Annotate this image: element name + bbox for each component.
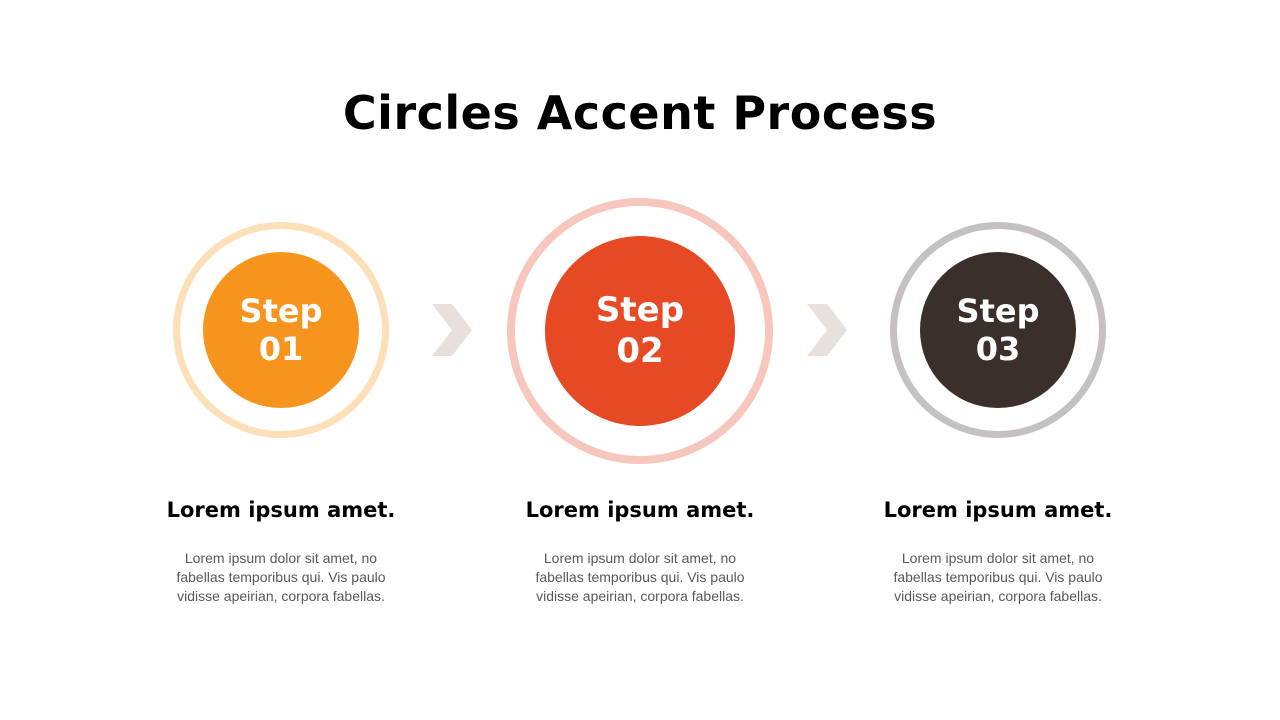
step-3-outer-ring (890, 222, 1106, 438)
step-1-circle: Step 01 (203, 252, 359, 408)
step-2-description: Lorem ipsum dolor sit amet, no fabellas … (490, 549, 790, 606)
step-2-description-line: vidisse apeirian, corpora fabellas. (536, 588, 744, 604)
step-2-description-line: fabellas temporibus qui. Vis paulo (535, 569, 745, 585)
step-1-number: 01 (258, 330, 304, 368)
step-2-number: 02 (616, 331, 664, 371)
step-3-description: Lorem ipsum dolor sit amet, no fabellas … (848, 549, 1148, 606)
step-3-heading: Lorem ipsum amet. (883, 498, 1113, 522)
step-1-description-line: vidisse apeirian, corpora fabellas. (177, 588, 385, 604)
slide-title: Circles Accent Process (342, 86, 938, 140)
chevron-right-icon (432, 304, 472, 356)
step-2-word: Step (595, 290, 685, 331)
step-3-description-line: vidisse apeirian, corpora fabellas. (894, 588, 1102, 604)
step-3-number: 03 (975, 330, 1021, 368)
step-1-description-line: fabellas temporibus qui. Vis paulo (176, 569, 386, 585)
step-2-circle: Step 02 (545, 236, 735, 426)
step-3-description-line: Lorem ipsum dolor sit amet, no (901, 550, 1095, 566)
step-1-description: Lorem ipsum dolor sit amet, no fabellas … (131, 549, 431, 606)
step-1-heading: Lorem ipsum amet. (166, 498, 396, 522)
chevron-right-icon (807, 304, 847, 356)
step-3-description-line: fabellas temporibus qui. Vis paulo (893, 569, 1103, 585)
step-1-outer-ring (173, 222, 389, 438)
step-3-circle: Step 03 (920, 252, 1076, 408)
step-1-word: Step (239, 291, 323, 330)
step-2-outer-ring (507, 198, 773, 464)
step-1-description-line: Lorem ipsum dolor sit amet, no (184, 550, 378, 566)
step-3-word: Step (956, 291, 1040, 330)
step-2-description-line: Lorem ipsum dolor sit amet, no (543, 550, 737, 566)
step-2-heading: Lorem ipsum amet. (525, 498, 755, 522)
